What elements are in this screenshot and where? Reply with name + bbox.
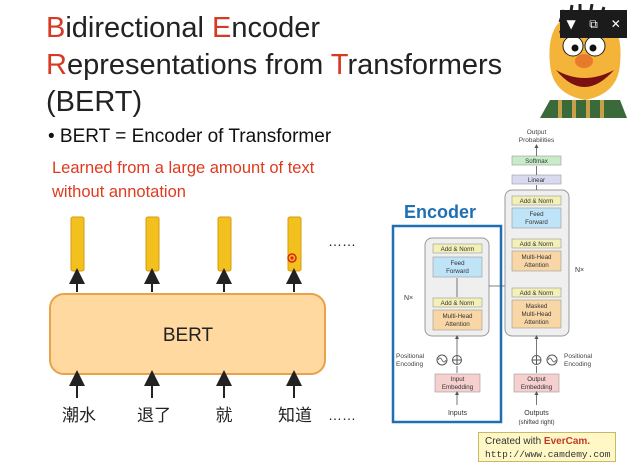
decoder-feed-forward [511, 207, 562, 229]
dots-top: …… [328, 233, 356, 249]
svg-text:Softmax: Softmax [525, 158, 549, 165]
svg-text:Encoding: Encoding [564, 361, 591, 368]
svg-text:Attention: Attention [524, 319, 549, 326]
svg-text:Add & Norm: Add & Norm [441, 300, 475, 307]
title-segment: E [212, 12, 232, 44]
svg-text:Add & Norm: Add & Norm [520, 198, 554, 205]
evercam-url: http://www.camdemy.com [485, 449, 611, 460]
output-vector-3 [216, 216, 232, 292]
encoder-nx-label: N× [404, 295, 413, 302]
encoder-add-norm-top [432, 243, 483, 254]
title-segment: idirectional [65, 12, 213, 44]
encoder-highlight-box [391, 224, 503, 424]
output-vector-1 [69, 216, 85, 292]
svg-text:Linear: Linear [528, 177, 545, 184]
bert-box-label: BERT [163, 325, 214, 346]
svg-text:Embedding: Embedding [442, 384, 474, 391]
decoder-add-norm-2 [511, 238, 562, 249]
svg-text:Multi-Head: Multi-Head [522, 311, 552, 318]
svg-text:Encoding: Encoding [396, 361, 423, 368]
title-segment: R [46, 49, 67, 81]
red-annotation-line-2: without annotation [52, 183, 186, 201]
title-line-2: Representations from Transformers [46, 47, 546, 84]
encoder-multi-head-attention [432, 309, 483, 331]
svg-text:Feed: Feed [529, 211, 544, 218]
svg-text:Masked: Masked [526, 303, 548, 310]
restore-window-icon[interactable]: ⧉ [589, 16, 598, 31]
svg-text:Positional: Positional [564, 353, 593, 360]
bert-box [49, 293, 326, 375]
window-controls: ▼ ⧉ ✕ [560, 10, 627, 38]
encoder-add-norm-bottom [432, 297, 483, 308]
svg-text:Add & Norm: Add & Norm [520, 241, 554, 248]
dots-bottom: …… [328, 407, 356, 423]
input-token-3: 就 [216, 406, 233, 426]
svg-text:(shifted right): (shifted right) [518, 419, 554, 426]
encoder-inputs-label: Inputs [448, 410, 468, 417]
close-icon[interactable]: ✕ [610, 17, 621, 31]
decoder-multi-head-attention [511, 250, 562, 272]
svg-text:Positional: Positional [396, 353, 425, 360]
output-vector-2 [144, 216, 160, 292]
title-segment: B [46, 12, 66, 44]
title-segment: (BERT) [46, 86, 143, 118]
title-segment: ransformers [347, 49, 503, 81]
svg-text:Embedding: Embedding [521, 384, 553, 391]
title-segment: T [330, 49, 348, 81]
input-token-1: 潮水 [62, 406, 96, 426]
red-annotation: Learned from a large amount of text with… [52, 156, 314, 204]
slide-title: Bidirectional Encoder Representations fr… [46, 10, 546, 121]
bullet-bert-definition: • BERT = Encoder of Transformer [48, 126, 332, 147]
svg-text:Forward: Forward [446, 268, 469, 275]
input-token-2: 退了 [137, 406, 171, 426]
svg-text:Attention: Attention [445, 321, 470, 328]
cursor-pointer-dot [287, 253, 297, 263]
red-annotation-line-1: Learned from a large amount of text [52, 159, 315, 177]
decoder-masked-attention [511, 299, 562, 329]
encoder-label: Encoder [404, 202, 476, 222]
encoder-feed-forward [432, 256, 483, 278]
svg-text:Add & Norm: Add & Norm [441, 246, 475, 253]
svg-text:Output: Output [527, 376, 546, 383]
decoder-add-norm-1 [511, 195, 562, 206]
svg-text:Multi-Head: Multi-Head [443, 313, 473, 320]
input-token-4: 知道 [278, 406, 312, 426]
svg-text:Attention: Attention [524, 262, 549, 269]
svg-text:Add & Norm: Add & Norm [520, 290, 554, 297]
title-segment: ncoder [231, 12, 321, 44]
svg-text:Input: Input [451, 376, 465, 383]
svg-text:Output: Output [527, 129, 547, 136]
svg-text:Forward: Forward [525, 219, 548, 226]
evercam-watermark: Created with EverCam. http://www.camdemy… [478, 432, 616, 462]
svg-text:Probabilities: Probabilities [519, 137, 555, 144]
title-line-3: (BERT) [46, 84, 546, 121]
svg-text:Feed: Feed [450, 260, 465, 267]
evercam-credit: Created with EverCam. [485, 436, 591, 447]
title-line-1: Bidirectional Encoder [46, 10, 546, 47]
svg-text:Multi-Head: Multi-Head [522, 254, 552, 261]
decoder-outputs-label: Outputs [524, 410, 549, 417]
decoder-nx-label: N× [575, 267, 584, 274]
dropdown-icon[interactable]: ▼ [566, 17, 576, 31]
output-vector-4 [286, 216, 302, 292]
decoder-add-norm-3 [511, 287, 562, 298]
title-segment: epresentations from [66, 49, 331, 81]
